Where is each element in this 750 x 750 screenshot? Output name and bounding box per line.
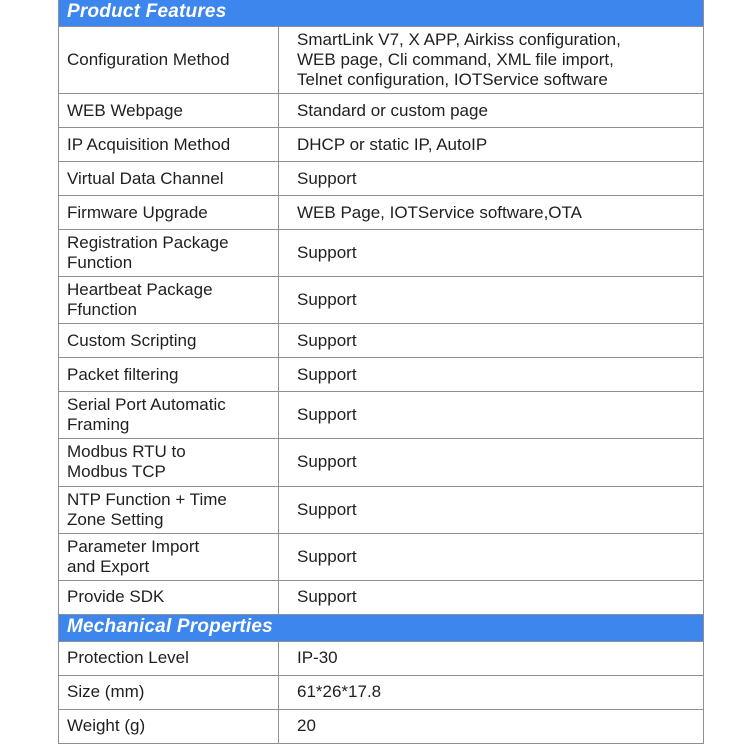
spec-row: Provide SDK Support: [59, 580, 703, 615]
spec-row: Protection Level IP-30: [59, 641, 703, 676]
spec-value: Standard or custom page: [297, 100, 488, 120]
spec-label: WEB Webpage: [59, 94, 279, 128]
spec-row: WEB Webpage Standard or custom page: [59, 94, 703, 129]
spec-label: Weight (g): [59, 709, 279, 743]
spec-value: 61*26*17.8: [297, 682, 382, 702]
section-title: Mechanical Properties: [67, 615, 273, 637]
spec-row: Parameter Import and Export Support: [59, 533, 703, 581]
section-title: Product Features: [67, 1, 227, 22]
spec-row: IP Acquisition Method DHCP or static IP,…: [59, 128, 703, 163]
spec-label: Configuration Method: [59, 27, 279, 94]
spec-row: Registration Package Function Support: [59, 230, 703, 278]
spec-row: Serial Port Automatic Framing Support: [59, 392, 703, 440]
spec-label: Registration Package Function: [59, 230, 279, 277]
spec-label: IP Acquisition Method: [59, 128, 279, 162]
spec-value: Support: [297, 330, 357, 350]
spec-row: Configuration Method SmartLink V7, X APP…: [59, 27, 703, 95]
spec-row: Size (mm) 61*26*17.8: [59, 675, 703, 710]
spec-label: Modbus RTU to Modbus TCP: [59, 439, 279, 486]
spec-label: Heartbeat Package Ffunction: [59, 277, 279, 324]
spec-row: Weight (g) 20: [59, 709, 703, 744]
spec-value: Support: [297, 290, 357, 310]
spec-value: Support: [297, 243, 357, 263]
spec-row: Modbus RTU to Modbus TCP Support: [59, 439, 703, 487]
spec-label: Provide SDK: [59, 580, 279, 614]
spec-value: Support: [297, 364, 357, 384]
spec-label: Size (mm): [59, 675, 279, 709]
spec-table: Product Features Configuration Method Sm…: [58, 0, 704, 744]
spec-row: Heartbeat Package Ffunction Support: [59, 277, 703, 325]
spec-value: SmartLink V7, X APP, Airkiss configurati…: [297, 30, 621, 90]
spec-value: WEB Page, IOTService software,OTA: [297, 202, 582, 222]
spec-row: NTP Function + Time Zone Setting Support: [59, 486, 703, 534]
spec-label: Parameter Import and Export: [59, 533, 279, 580]
section-header-mechanical-properties: Mechanical Properties: [59, 614, 703, 642]
spec-row: Virtual Data Channel Support: [59, 162, 703, 197]
spec-value: Support: [297, 405, 357, 425]
spec-value: Support: [297, 452, 357, 472]
spec-value: DHCP or static IP, AutoIP: [297, 134, 488, 154]
spec-value: Support: [297, 546, 357, 566]
spec-label: Firmware Upgrade: [59, 196, 279, 230]
spec-value: Support: [297, 499, 357, 519]
spec-label: NTP Function + Time Zone Setting: [59, 486, 279, 533]
spec-label: Serial Port Automatic Framing: [59, 392, 279, 439]
spec-value: Support: [297, 168, 357, 188]
spec-row: Custom Scripting Support: [59, 324, 703, 359]
spec-row: Packet filtering Support: [59, 358, 703, 393]
spec-label: Packet filtering: [59, 358, 279, 392]
section-header-product-features: Product Features: [59, 0, 703, 27]
spec-label: Protection Level: [59, 641, 279, 675]
spec-value: 20: [297, 716, 316, 736]
spec-value: Support: [297, 587, 357, 607]
spec-label: Custom Scripting: [59, 324, 279, 358]
spec-label: Virtual Data Channel: [59, 162, 279, 196]
spec-row: Firmware Upgrade WEB Page, IOTService so…: [59, 196, 703, 231]
spec-value: IP-30: [297, 648, 338, 668]
